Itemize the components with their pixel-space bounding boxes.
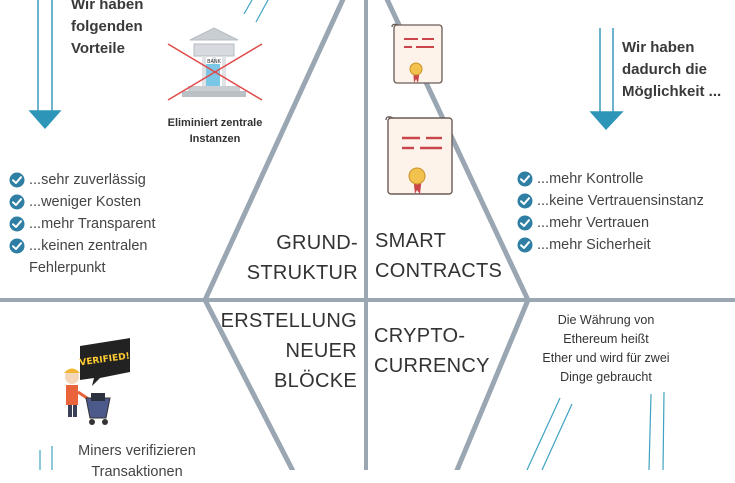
quadrant-title-smart-contracts: SMART CONTRACTS: [375, 230, 503, 282]
contract-icon: [385, 116, 453, 195]
list-item: ...mehr Kontrolle: [517, 168, 704, 190]
intro-text-left: Wir haben folgenden Vorteile: [71, 0, 144, 57]
miner-icon: VERIFIED!: [64, 338, 130, 425]
intro-text-right: Wir haben dadurch die Möglichkeit ...: [622, 39, 722, 100]
bank-icon: BANK: [167, 27, 263, 101]
quadrant-title-cryptocurrency: CRYPTO- CURRENCY: [374, 325, 490, 377]
check-icon: [9, 172, 25, 188]
list-item: ...mehr Sicherheit: [517, 234, 704, 256]
list-item-continuation: Fehlerpunkt: [29, 260, 106, 276]
bank-caption: Eliminiert zentrale Instanzen: [167, 117, 263, 145]
arrow-down-icon: [28, 0, 62, 130]
list-item: ...mehr Vertrauen: [517, 212, 704, 234]
check-icon: [517, 215, 533, 231]
check-icon: [9, 238, 25, 254]
possibilities-list: ...mehr Kontrolle ...keine Vertrauensins…: [517, 168, 704, 256]
check-icon: [517, 237, 533, 253]
arrow-down-icon: [589, 28, 624, 131]
advantages-list: ...sehr zuverlässig ...weniger Kosten ..…: [9, 169, 156, 279]
diagram-structure: BANK VERIFIED!: [0, 0, 735, 470]
check-icon: [9, 194, 25, 210]
contract-icon: [391, 23, 443, 84]
list-item: ...weniger Kosten: [9, 191, 156, 213]
list-item: ...keinen zentralen: [9, 235, 156, 257]
quadrant-title-grundstruktur: GRUND- STRUKTUR: [246, 232, 358, 284]
bank-sign-text: BANK: [207, 59, 222, 65]
check-icon: [9, 216, 25, 232]
check-icon: [517, 193, 533, 209]
check-icon: [517, 171, 533, 187]
list-item: ...keine Vertrauensinstanz: [517, 190, 704, 212]
miner-caption: Miners verifizieren Transaktionen: [78, 443, 196, 480]
list-item: ...mehr Transparent: [9, 213, 156, 235]
quadrant-title-erstellung: ERSTELLUNG NEUER BLÖCKE: [220, 310, 357, 392]
currency-description: Die Währung von Ethereum heißt Ether und…: [542, 313, 670, 384]
list-item: ...sehr zuverlässig: [9, 169, 156, 191]
